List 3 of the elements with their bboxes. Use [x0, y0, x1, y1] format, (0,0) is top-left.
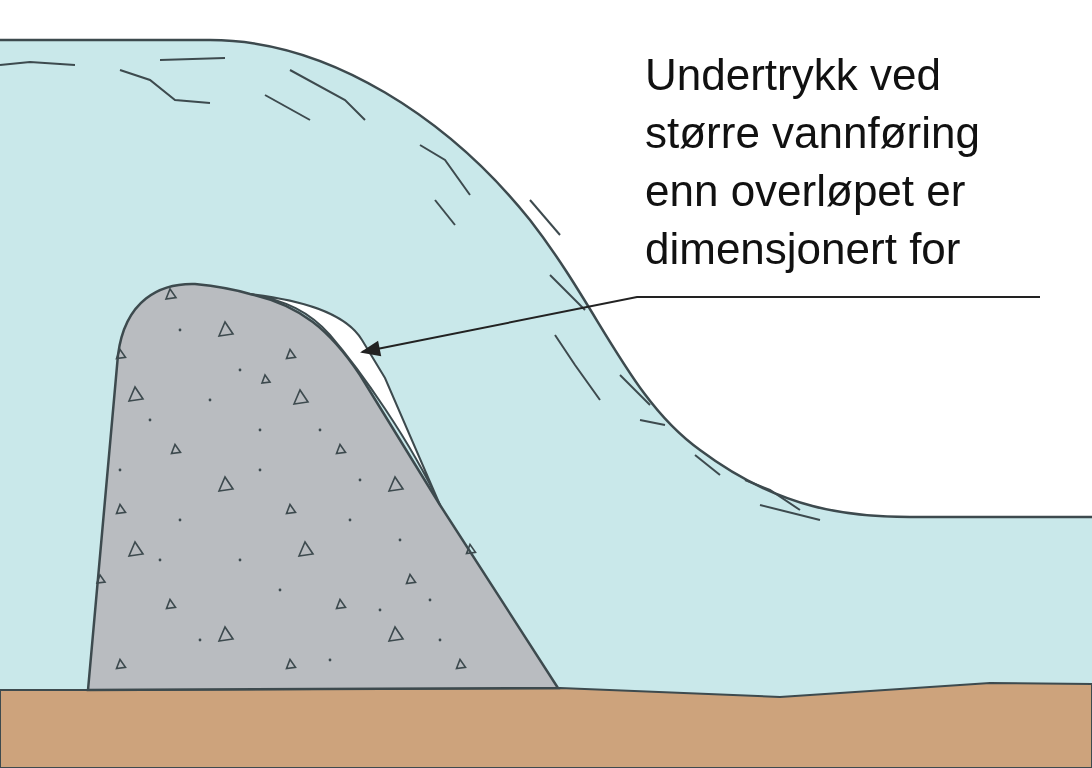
annotation-text: Undertrykk ved større vannføring enn overløpet er dimensjonert for [645, 46, 1065, 278]
air-pocket [249, 293, 441, 506]
leader-line [360, 296, 1041, 357]
